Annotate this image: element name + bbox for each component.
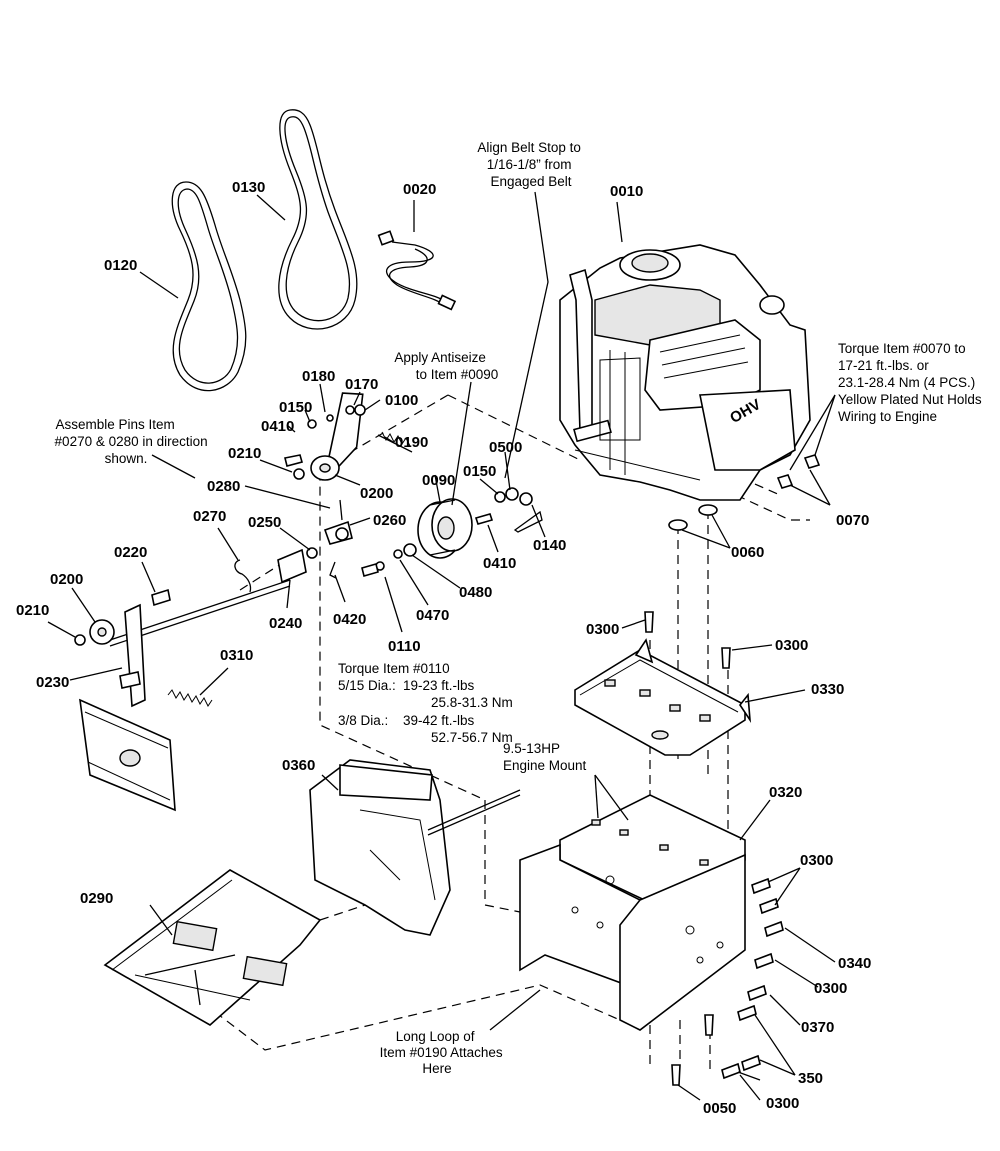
drive-plate-group [79,698,176,812]
label-0200-upper: 0200 [360,485,393,502]
assembly-notes: Align Belt Stop to 1/16-1/8” from Engage… [55,140,985,1076]
label-0330: 0330 [811,681,844,698]
label-0170: 0170 [345,376,378,393]
label-0210-lower: 0210 [16,602,49,619]
svg-text:52.7-56.7 Nm: 52.7-56.7 Nm [431,730,513,745]
label-0300-a: 0300 [586,621,619,638]
label-0270: 0270 [193,508,226,525]
label-0280: 0280 [207,478,240,495]
label-0300-c: 0300 [800,852,833,869]
label-0240: 0240 [269,615,302,632]
skid-plate-0290 [103,869,322,1026]
part-number-labels: 0010 0020 0120 0130 0180 0170 0100 0150 … [16,179,871,1117]
label-0140: 0140 [533,537,566,554]
label-0300-b: 0300 [775,637,808,654]
note-belt-stop: Align Belt Stop to 1/16-1/8” from Engage… [477,140,584,189]
svg-text:Torque Item #0110: Torque Item #0110 [338,661,450,676]
label-0090: 0090 [422,472,455,489]
label-0480: 0480 [459,584,492,601]
label-0050: 0050 [703,1100,736,1117]
label-0300-d: 0300 [814,980,847,997]
chute-housing-0360 [309,759,521,936]
label-0310: 0310 [220,647,253,664]
label-0470: 0470 [416,607,449,624]
note-engine-mount: 9.5-13HP Engine Mount [503,741,587,773]
label-0100: 0100 [385,392,418,409]
belt-0130 [278,109,358,330]
label-0010: 0010 [610,183,643,200]
label-0410-lower: 0410 [483,555,516,572]
label-0420: 0420 [333,611,366,628]
belt-0120 [171,181,247,392]
idler-bracket-group [284,392,413,481]
label-0070: 0070 [836,512,869,529]
label-0060: 0060 [731,544,764,561]
shaft-and-arm-group [74,579,291,708]
svg-text:3/8 Dia.:: 3/8 Dia.: [338,713,388,728]
label-0260: 0260 [373,512,406,529]
svg-text:19-23 ft.-lbs: 19-23 ft.-lbs [403,678,475,693]
svg-text:39-42 ft.-lbs: 39-42 ft.-lbs [403,713,475,728]
pivot-pins-group [234,499,353,593]
label-350: 350 [798,1070,823,1087]
label-0340: 0340 [838,955,871,972]
engine-pulley-0090-group [361,487,543,577]
label-0180: 0180 [302,368,335,385]
label-0210-upper: 0210 [228,445,261,462]
label-0110: 0110 [388,638,421,655]
cable-0020 [377,230,457,311]
fasteners [644,454,821,1086]
label-0230: 0230 [36,674,69,691]
label-0500: 0500 [489,439,522,456]
label-0360: 0360 [282,757,315,774]
note-assemble-pins: Assemble Pins Item #0270 & 0280 in direc… [55,417,212,466]
leader-lines [47,191,836,1101]
note-long-loop: Long Loop of Item #0190 Attaches Here [380,1029,507,1076]
label-0130: 0130 [232,179,265,196]
frame-0320 [519,794,746,1031]
note-torque-0070: Torque Item #0070 to 17-21 ft.-lbs. or 2… [838,341,985,424]
label-0300-e: 0300 [766,1095,799,1112]
label-0250: 0250 [248,514,281,531]
svg-text:5/15 Dia.:: 5/15 Dia.: [338,678,396,693]
label-0320: 0320 [769,784,802,801]
label-0120: 0120 [104,257,137,274]
label-0200-lower: 0200 [50,571,83,588]
label-0150-upper: 0150 [279,399,312,416]
label-0150-lower: 0150 [463,463,496,480]
svg-text:25.8-31.3 Nm: 25.8-31.3 Nm [431,695,513,710]
note-antiseize: Apply Antiseize to Item #0090 [394,350,498,382]
note-torque-0110: Torque Item #0110 5/15 Dia.: 19-23 ft.-l… [338,661,513,745]
label-0370: 0370 [801,1019,834,1036]
engine-0010: OHV [559,244,811,501]
label-0290: 0290 [80,890,113,907]
label-0410-upper: 0410 [261,418,294,435]
label-0190: 0190 [395,434,428,451]
label-0220: 0220 [114,544,147,561]
label-0020: 0020 [403,181,436,198]
